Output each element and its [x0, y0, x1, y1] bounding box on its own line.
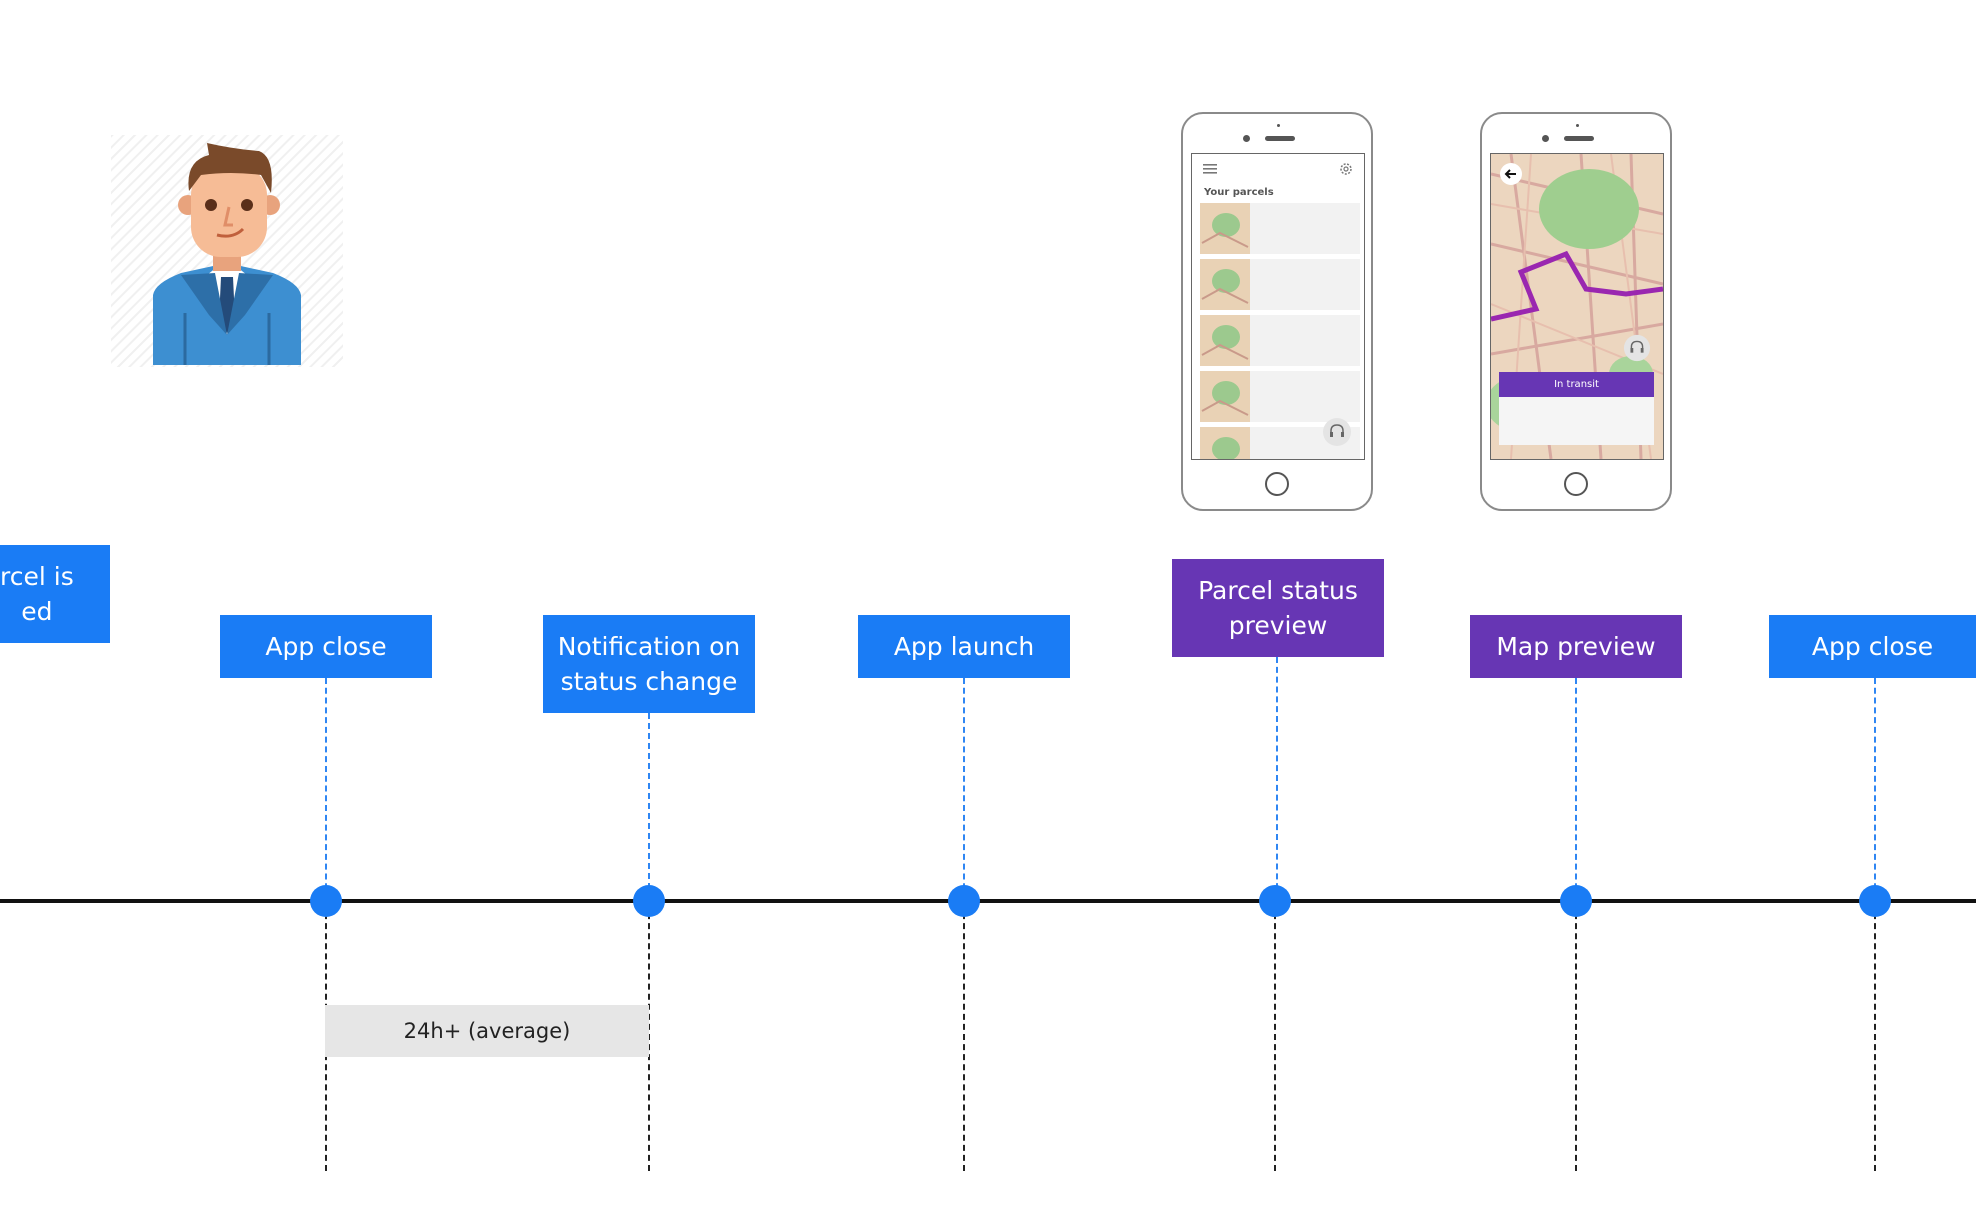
event-app-launch: App launch — [858, 615, 1070, 678]
map-thumbnail-icon — [1200, 315, 1250, 366]
map-thumbnail-icon — [1200, 259, 1250, 310]
settings-gear-icon — [1340, 163, 1352, 175]
back-arrow-icon[interactable] — [1499, 162, 1523, 186]
drop-line — [1874, 903, 1876, 1171]
drop-line — [648, 903, 650, 1171]
phone-home-button — [1564, 472, 1588, 496]
hamburger-menu-icon — [1203, 164, 1217, 174]
connector-line — [1276, 657, 1278, 899]
drop-line — [1575, 903, 1577, 1171]
map-thumbnail-icon — [1200, 371, 1250, 422]
connector-line — [648, 713, 650, 899]
parcel-detail-card — [1499, 397, 1654, 445]
parcel-list-item — [1200, 371, 1360, 422]
event-app-close: App close — [220, 615, 432, 678]
map-thumbnail-icon — [1200, 203, 1250, 254]
milestone-dot — [1259, 885, 1291, 917]
parcel-list-screen: Your parcels — [1191, 153, 1365, 460]
timeline-axis — [0, 899, 1976, 903]
milestone-dot — [310, 885, 342, 917]
milestone-dot — [1859, 885, 1891, 917]
screen-title: Your parcels — [1204, 187, 1274, 198]
map-thumbnail-icon — [1200, 427, 1250, 459]
connector-line — [325, 678, 327, 899]
event-app-close: App close — [1769, 615, 1976, 678]
event-parcel-cut-off: rcel is ed — [0, 545, 110, 643]
phone-mockup-map: In transit — [1480, 112, 1672, 511]
milestone-dot — [1560, 885, 1592, 917]
parcel-list-item — [1200, 315, 1360, 366]
map-screen: In transit — [1490, 153, 1664, 460]
event-notification: Notification on status change — [543, 615, 755, 713]
support-headset-icon — [1323, 418, 1351, 446]
milestone-dot — [633, 885, 665, 917]
event-map-preview: Map preview — [1470, 615, 1682, 678]
connector-line — [963, 678, 965, 899]
drop-line — [963, 903, 965, 1171]
user-persona-avatar-icon — [111, 135, 343, 367]
connector-line — [1575, 678, 1577, 899]
duration-label: 24h+ (average) — [325, 1005, 649, 1057]
support-headset-icon — [1623, 334, 1651, 362]
event-parcel-status-preview: Parcel status preview — [1172, 559, 1384, 657]
drop-line — [1274, 903, 1276, 1171]
parcel-list-item — [1200, 203, 1360, 254]
milestone-dot — [948, 885, 980, 917]
parcel-list-item — [1200, 259, 1360, 310]
phone-home-button — [1265, 472, 1289, 496]
phone-mockup-parcel-list: Your parcels — [1181, 112, 1373, 511]
in-transit-status-bar: In transit — [1499, 372, 1654, 397]
connector-line — [1874, 678, 1876, 899]
